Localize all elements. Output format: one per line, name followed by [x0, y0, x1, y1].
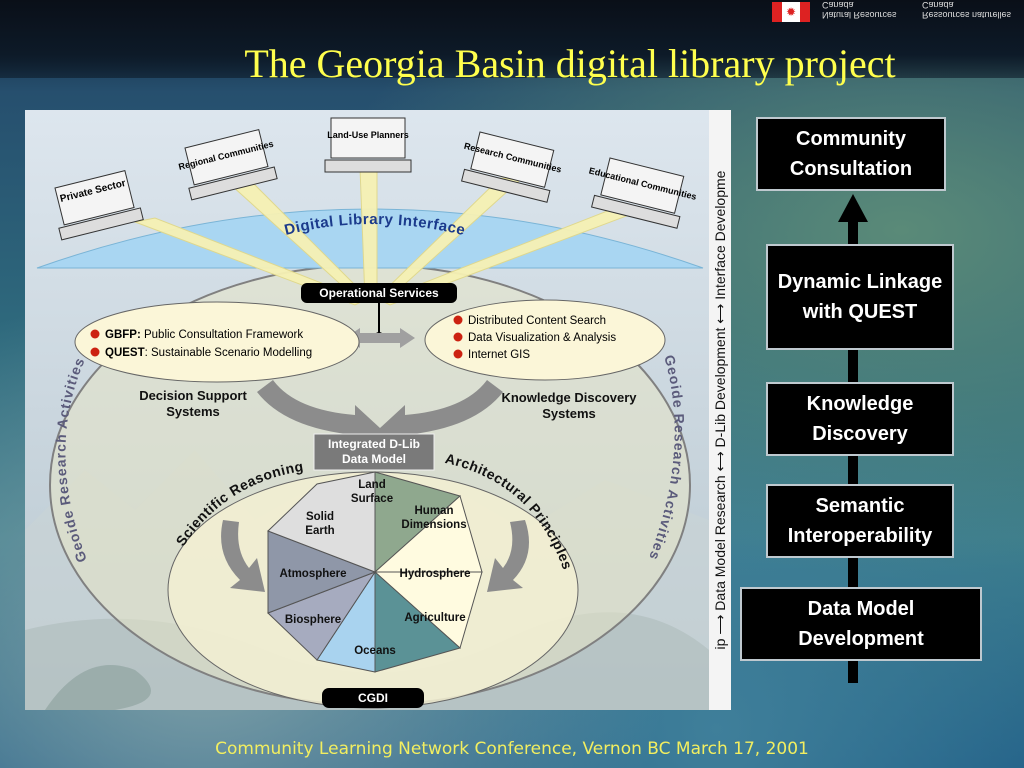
- integrated-model-line2: Data Model: [342, 452, 406, 466]
- segment-human-2: Dimensions: [401, 519, 466, 531]
- footer-text: Community Learning Network Conference, V…: [215, 739, 809, 759]
- segment-solid-earth-2: Earth: [305, 525, 334, 537]
- box-community-consultation: Community Consultation: [756, 117, 946, 191]
- integrated-model-line1: Integrated D-Lib: [328, 437, 420, 451]
- svg-text:Land-Use Planners: Land-Use Planners: [327, 130, 409, 140]
- operational-services: Operational Services: [319, 286, 439, 300]
- box-data-model-development: Data Model Development: [740, 587, 982, 661]
- decision-support-line1: Decision Support: [139, 388, 247, 403]
- fip-english: Natural Resources Canada: [822, 0, 897, 20]
- segment-solid-earth-1: Solid: [306, 511, 334, 523]
- sidebar-text: ip ⟶ Data Model Research ⟷ D-Lib Develop…: [712, 170, 728, 650]
- segment-oceans: Oceans: [354, 645, 396, 657]
- computer-private-sector: Private Sector: [54, 169, 144, 241]
- svg-text:Distributed Content Search: Distributed Content Search: [468, 315, 606, 327]
- svg-text:GBFP: Public Consultation Fram: GBFP: Public Consultation Framework: [105, 329, 303, 341]
- svg-text:Internet GIS: Internet GIS: [468, 349, 530, 361]
- segment-human-1: Human: [415, 505, 454, 517]
- box-knowledge-discovery: Knowledge Discovery: [766, 382, 954, 456]
- fip-french: Ressources naturelles Canada: [922, 0, 1012, 20]
- canada-flag-icon: ✹: [772, 2, 810, 22]
- title-band: [0, 0, 1024, 78]
- arrow-up-icon: [838, 194, 868, 222]
- computer-land-use-planners: Land-Use Planners: [324, 117, 412, 173]
- segment-hydrosphere: Hydrosphere: [400, 568, 471, 580]
- decision-support-line2: Systems: [166, 404, 219, 419]
- segment-atmosphere: Atmosphere: [279, 568, 346, 580]
- computer-research-communities: Research Communities: [460, 131, 563, 203]
- segment-land-surface-1: Land: [358, 479, 385, 491]
- octagon-segments: [267, 471, 483, 673]
- segment-agriculture: Agriculture: [404, 612, 465, 624]
- left-services-list: GBFP: Public Consultation Framework QUES…: [90, 329, 312, 359]
- box-semantic-interoperability: Semantic Interoperability: [766, 484, 954, 558]
- svg-text:QUEST: Sustainable Scenario Mo: QUEST: Sustainable Scenario Modelling: [105, 347, 312, 359]
- segment-land-surface-2: Surface: [351, 493, 393, 505]
- segment-biosphere: Biosphere: [285, 614, 341, 626]
- box-dynamic-linkage: Dynamic Linkage with QUEST: [766, 244, 954, 350]
- computer-educational-communities: Educational Communities: [588, 157, 698, 229]
- svg-text:Data Visualization & Analysis: Data Visualization & Analysis: [468, 332, 616, 344]
- architecture-diagram: Digital Library Interface Private Sector…: [25, 110, 731, 710]
- slide-title: The Georgia Basin digital library projec…: [244, 41, 896, 86]
- right-services-list: Distributed Content Search Data Visualiz…: [453, 315, 616, 361]
- development-sidebar: ip ⟶ Data Model Research ⟷ D-Lib Develop…: [709, 110, 731, 710]
- cgdi-label: CGDI: [358, 691, 388, 705]
- knowledge-discovery-line1: Knowledge Discovery: [501, 390, 637, 405]
- knowledge-discovery-line2: Systems: [542, 406, 595, 421]
